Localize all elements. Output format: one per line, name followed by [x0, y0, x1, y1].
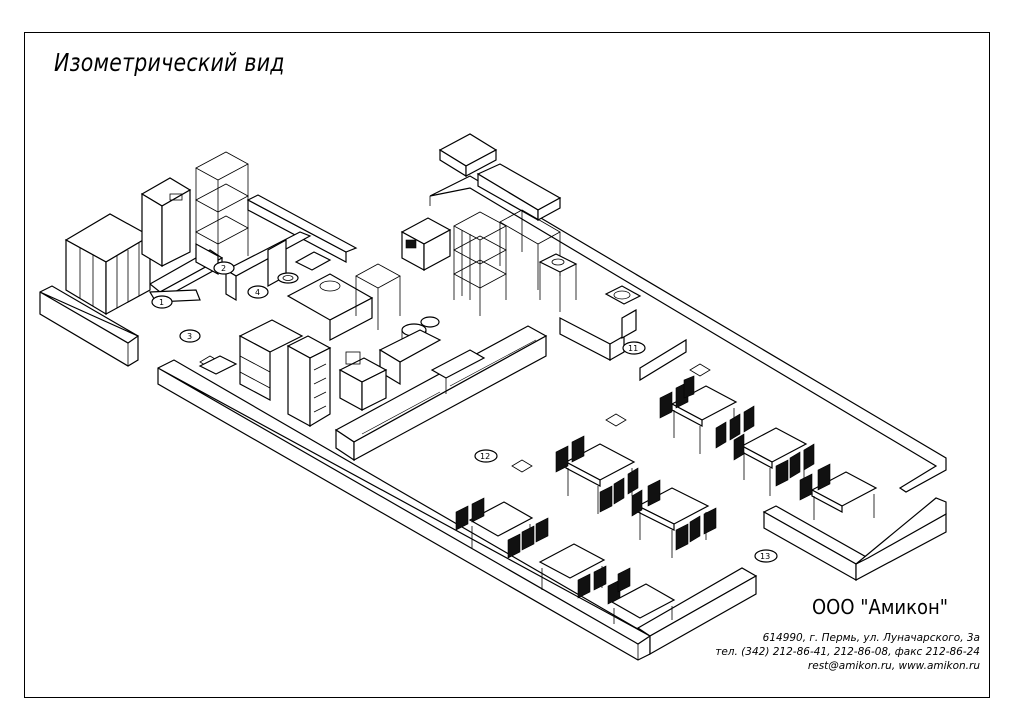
- marker-1: 1: [151, 295, 173, 309]
- combi-oven: [400, 217, 452, 272]
- marker-12: 12: [474, 449, 498, 463]
- svg-text:1: 1: [159, 298, 164, 307]
- hood-small: [438, 133, 498, 178]
- drawing-frame: [24, 32, 990, 698]
- lockers: [64, 213, 152, 316]
- display-counter-long: [334, 325, 548, 462]
- marker-11: 11: [622, 341, 646, 355]
- marker-3: 3: [179, 329, 201, 343]
- company-address: 614990, г. Пермь, ул. Луначарского, 3а: [762, 632, 980, 644]
- sink-back-right: [604, 285, 642, 305]
- tall-fridge: [140, 177, 192, 268]
- sneeze-guard: [430, 349, 486, 394]
- marker-13: 13: [754, 549, 778, 563]
- outer-wall-front: [157, 359, 758, 661]
- outer-wall-right-stub: [762, 497, 947, 582]
- rack-center: [453, 211, 507, 316]
- chairs: [455, 375, 831, 605]
- table-back: [499, 209, 561, 290]
- marker-2: 2: [213, 261, 235, 275]
- svg-text:3: 3: [187, 332, 192, 341]
- company-phone: тел. (342) 212-86-41, 212-86-08, факс 21…: [715, 646, 980, 658]
- outer-wall-back-right: [429, 175, 947, 493]
- svg-text:4: 4: [255, 288, 260, 297]
- svg-text:2: 2: [221, 264, 226, 273]
- drawing-title: Изометрический вид: [54, 48, 285, 77]
- dining-table-8: [610, 583, 676, 624]
- svg-text:11: 11: [628, 344, 638, 353]
- hood-long: [476, 163, 562, 222]
- marker-4: 4: [247, 285, 269, 299]
- dishwasher-area: [238, 319, 332, 428]
- svg-text:12: 12: [480, 452, 490, 461]
- company-contact: rest@amikon.ru, www.amikon.ru: [807, 660, 980, 672]
- sinks-left: [198, 251, 332, 375]
- svg-text:13: 13: [760, 552, 770, 561]
- outer-wall-left: [39, 285, 140, 367]
- rack-small-top: [355, 263, 401, 330]
- cooking-pots: [378, 316, 442, 386]
- company-name: ООО "Амикон": [812, 595, 949, 619]
- cash-register: [338, 351, 388, 412]
- stove-stand: [538, 253, 578, 312]
- rack-tall: [195, 151, 249, 276]
- counter-with-wok: [286, 273, 374, 341]
